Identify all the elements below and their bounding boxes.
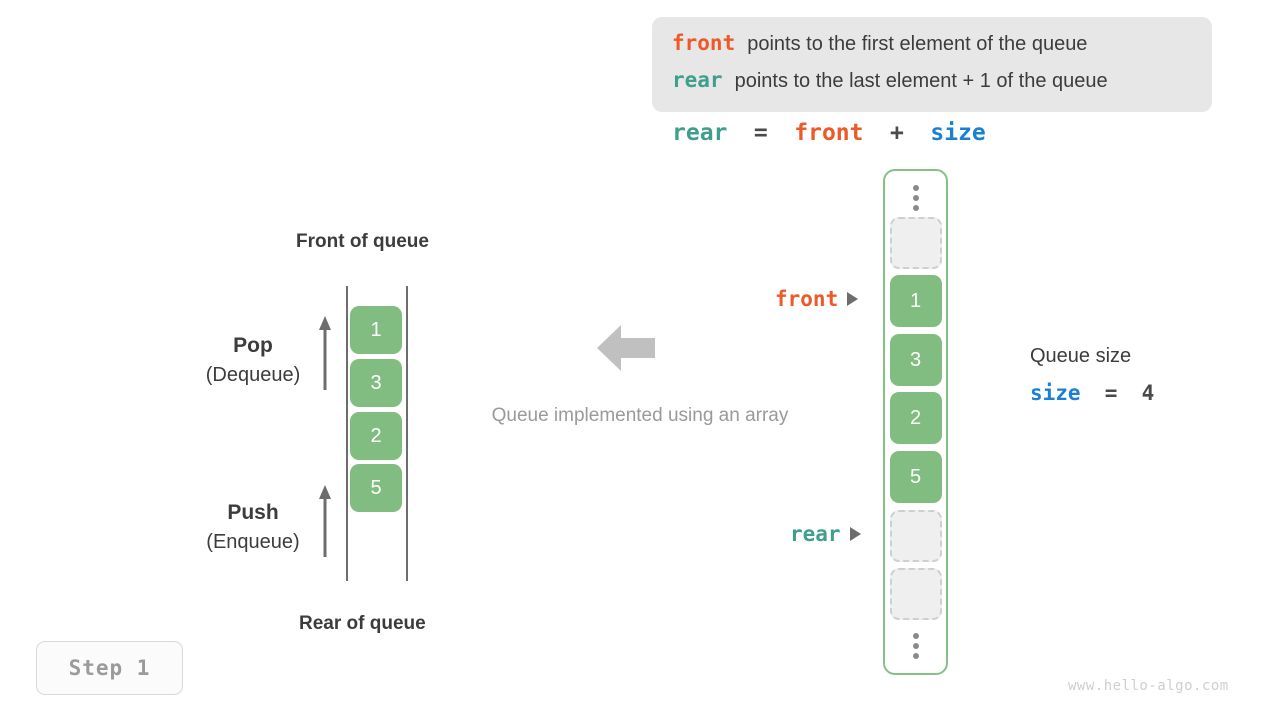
queue-rail-left xyxy=(346,286,348,581)
push-operation-label: Push (Enqueue) xyxy=(173,499,333,557)
formula-size: size xyxy=(930,120,986,146)
array-slot-empty xyxy=(889,217,942,269)
implementation-caption: Queue implemented using an array xyxy=(491,405,789,426)
array-slot-empty xyxy=(889,510,942,562)
array-container: 1 3 2 5 xyxy=(883,169,948,675)
formula-front: front xyxy=(794,120,864,146)
front-of-queue-label: Front of queue xyxy=(296,231,429,252)
legend-box: front points to the first element of the… xyxy=(652,17,1212,112)
legend-line-rear: rear points to the last element + 1 of t… xyxy=(672,68,1194,105)
rear-pointer-label: rear xyxy=(790,522,841,546)
formula-rear-equals-front-plus-size: rear = front + size xyxy=(672,120,986,146)
pop-label-secondary: (Dequeue) xyxy=(205,364,301,386)
pop-up-arrow-icon xyxy=(318,316,332,390)
queue-rail-right xyxy=(406,286,408,581)
queue-size-value: 4 xyxy=(1141,381,1155,405)
front-pointer-label: front xyxy=(775,287,839,311)
queue-size-title: Queue size xyxy=(1030,345,1132,367)
formula-equals: = xyxy=(753,120,768,146)
queue-cell: 5 xyxy=(350,464,402,512)
ellipsis-dots-top-icon xyxy=(912,185,919,211)
queue-cell: 2 xyxy=(350,412,402,460)
legend-description-rear: points to the last element + 1 of the qu… xyxy=(734,70,1108,92)
legend-keyword-front: front xyxy=(672,31,736,55)
step-badge: Step 1 xyxy=(36,641,183,695)
ellipsis-dots-bottom-icon xyxy=(912,633,919,659)
legend-keyword-rear: rear xyxy=(672,68,723,92)
array-slot-empty xyxy=(889,568,942,620)
push-up-arrow-icon xyxy=(318,485,332,557)
watermark: www.hello-algo.com xyxy=(1068,678,1229,694)
queue-size-var: size xyxy=(1030,381,1081,405)
queue-cell: 1 xyxy=(350,306,402,354)
array-slot-filled: 1 xyxy=(889,275,942,327)
pointer-triangle-icon xyxy=(849,527,861,541)
formula-lhs: rear xyxy=(672,120,728,146)
push-label-secondary: (Enqueue) xyxy=(206,531,300,553)
left-arrow-icon xyxy=(597,325,655,376)
rear-pointer: rear xyxy=(790,522,861,546)
pop-operation-label: Pop (Dequeue) xyxy=(173,332,333,390)
rear-of-queue-label: Rear of queue xyxy=(299,613,426,634)
queue-cell: 3 xyxy=(350,359,402,407)
array-slot-filled: 2 xyxy=(889,392,942,444)
array-slot-filled: 5 xyxy=(889,451,942,503)
queue-size-equals: = xyxy=(1104,381,1118,405)
queue-size-expression: size = 4 xyxy=(1030,381,1154,405)
legend-description-front: points to the first element of the queue xyxy=(747,33,1088,55)
pointer-triangle-icon xyxy=(847,292,859,306)
array-slot-filled: 3 xyxy=(889,334,942,386)
formula-plus: + xyxy=(890,120,904,146)
legend-line-front: front points to the first element of the… xyxy=(672,31,1194,68)
push-label-primary: Push xyxy=(227,501,279,524)
front-pointer: front xyxy=(775,287,859,311)
pop-label-primary: Pop xyxy=(233,334,273,357)
